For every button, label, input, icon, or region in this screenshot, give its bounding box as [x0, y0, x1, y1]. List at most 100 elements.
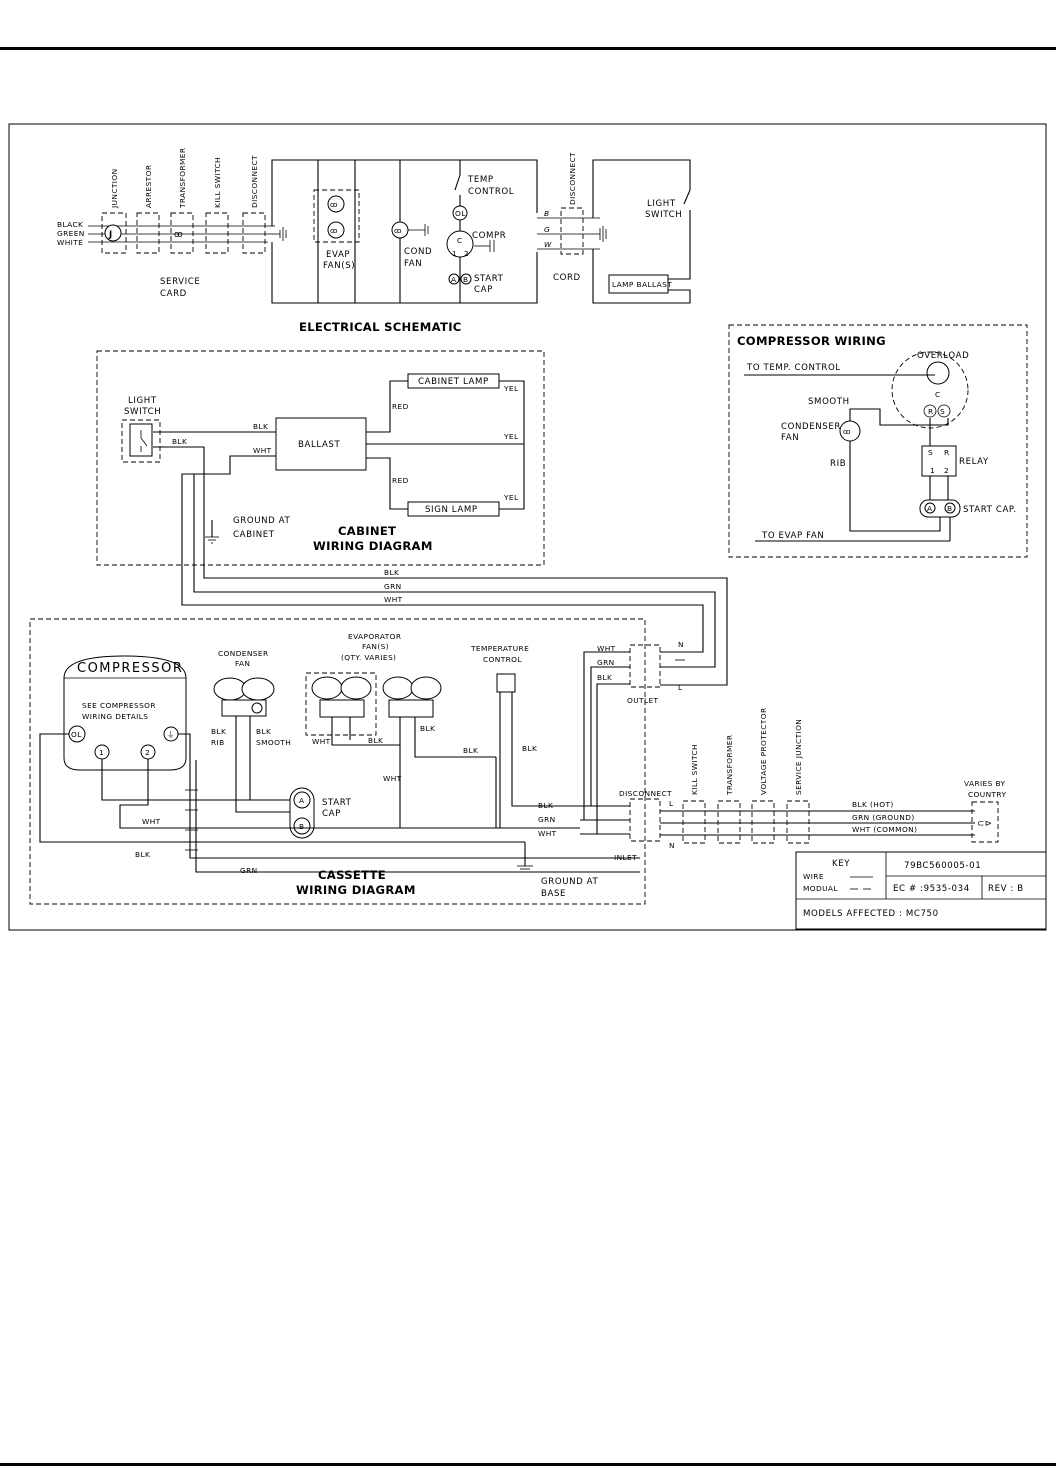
- cord-letter-w: W: [544, 240, 552, 249]
- cabinet-title-1: CABINET: [338, 524, 396, 538]
- sign-lamp-label: SIGN LAMP: [425, 505, 478, 515]
- transformer-coil-icon: ꝏ: [174, 230, 183, 240]
- evap-fan-icon-1: ꝏ: [330, 200, 338, 209]
- relay-2: 2: [944, 466, 949, 475]
- compressor-label: COMPRESSOR: [77, 661, 183, 676]
- models-affected: MODELS AFFECTED : MC750: [803, 909, 939, 919]
- compr-pin-2: 2: [464, 249, 469, 258]
- cassette-condenser-fan-label-1: CONDENSER: [218, 649, 269, 658]
- compr-c-label: C: [457, 236, 463, 245]
- schematic-light-switch-label-1: LIGHT: [647, 199, 676, 209]
- cabinet-wire-blk-1: BLK: [253, 422, 268, 431]
- outlet-wire-wht: WHT: [597, 644, 616, 653]
- temp-control-label-1: TEMPERATURE: [470, 644, 529, 653]
- key-title: KEY: [832, 859, 850, 869]
- cassette-pin-1: 1: [99, 748, 104, 757]
- service-transformer: TRANSFORMER: [725, 735, 734, 796]
- start-cap-label-2: CAP: [474, 285, 493, 295]
- wire-label-black: BLACK: [57, 220, 83, 229]
- cassette-wire-blk-1: BLK: [135, 850, 150, 859]
- cabinet-ground-label-1: GROUND AT: [233, 516, 290, 526]
- evap-label-2: FAN(S): [362, 642, 389, 651]
- detail-start-a: A: [927, 504, 932, 513]
- relay-label: RELAY: [959, 457, 989, 467]
- label-disconnect-right: DISCONNECT: [568, 152, 577, 205]
- varies-label-2: COUNTRY: [968, 790, 1006, 799]
- cond-fan-label-1: COND: [404, 247, 432, 257]
- cassette-wire-wht-1: WHT: [142, 817, 161, 826]
- cabinet-wire-wht: WHT: [253, 446, 272, 455]
- cabinet-lamp-box: [407, 373, 500, 389]
- disconnect-label: DISCONNECT: [619, 789, 672, 798]
- service-card-label-2: CARD: [160, 289, 187, 299]
- inlet-label: INLET: [614, 853, 637, 862]
- cabinet-wire-yel-2: YEL: [503, 432, 519, 441]
- evap-label-1: EVAPORATOR: [348, 632, 401, 641]
- blk-rib-2: RIB: [211, 738, 225, 747]
- compressor-wiring-detail: COMPRESSOR WIRING OVERLOAD C R S TO TEMP…: [728, 324, 1028, 558]
- ballast-box: [275, 417, 367, 471]
- interconnect-blk: BLK: [384, 568, 399, 577]
- service-card-label-1: SERVICE: [160, 277, 200, 287]
- service-side: KILL SWITCH TRANSFORMER VOLTAGE PROTECTO…: [660, 708, 1006, 844]
- diagram-frame: [8, 123, 1047, 931]
- ec-number: EC # :9535-034: [893, 884, 970, 894]
- plug-icon: ⊂⊳: [977, 819, 993, 829]
- detail-start-b: B: [947, 504, 952, 513]
- cassette-start-cap-label-2: CAP: [322, 809, 341, 819]
- power-wht-common: WHT (COMMON): [852, 825, 917, 834]
- cabinet-wire-red-1: RED: [392, 402, 409, 411]
- relay-r: R: [944, 448, 950, 457]
- cabinet-light-switch-label-2: SWITCH: [124, 407, 161, 417]
- cassette-wire-blk-2: BLK: [368, 736, 383, 745]
- svg-text:⏚: ⏚: [167, 730, 175, 739]
- blk-rib-1: BLK: [211, 727, 226, 736]
- detail-condenser-fan-icon: ꝏ: [843, 427, 851, 436]
- to-evap-fan-label: TO EVAP FAN: [761, 531, 824, 541]
- cassette-wiring-diagram: COMPRESSOR SEE COMPRESSOR WIRING DETAILS…: [29, 618, 685, 905]
- cassette-wire-wht-3: WHT: [383, 774, 402, 783]
- to-temp-control-label: TO TEMP. CONTROL: [746, 363, 841, 373]
- detail-r: R: [928, 407, 934, 416]
- detail-start-cap-label: START CAP.: [963, 505, 1017, 515]
- revision: REV : B: [988, 884, 1024, 894]
- electrical-schematic-title: ELECTRICAL SCHEMATIC: [299, 320, 462, 334]
- outlet-n: N: [678, 640, 684, 649]
- start-pin-b: B: [463, 275, 468, 284]
- electrical-schematic: BLACK GREEN WHITE J JUNCTION ARRESTOR ꝏ …: [57, 148, 691, 334]
- cassette-start-b: B: [299, 822, 304, 831]
- bottom-rule: [0, 1463, 1056, 1466]
- inlet-l: L: [669, 799, 674, 808]
- cassette-compressor: [63, 655, 187, 771]
- cassette-start-a: A: [299, 796, 304, 805]
- label-disconnect: DISCONNECT: [250, 155, 259, 208]
- see-details-2: WIRING DETAILS: [82, 712, 148, 721]
- detail-c: C: [935, 390, 941, 399]
- inlet-wire-grn: GRN: [538, 815, 556, 824]
- cond-fan-label-2: FAN: [404, 259, 422, 269]
- lamp-ballast-label: LAMP BALLAST: [612, 280, 672, 289]
- cabinet-wire-yel-3: YEL: [503, 493, 519, 502]
- overload-label: OL: [455, 209, 466, 218]
- temp-control-label-2: CONTROL: [483, 655, 522, 664]
- detail-condenser-fan-label-2: FAN: [781, 433, 799, 443]
- junction-letter: J: [108, 230, 113, 240]
- cabinet-lamp-label: CABINET LAMP: [418, 377, 489, 387]
- varies-label-1: VARIES BY: [964, 779, 1006, 788]
- inlet-wire-wht: WHT: [538, 829, 557, 838]
- top-rule: [0, 47, 1056, 50]
- inlet-n: N: [669, 841, 675, 850]
- cassette-wire-blk-5: BLK: [522, 744, 537, 753]
- cabinet-light-switch-label-1: LIGHT: [128, 396, 157, 406]
- cabinet-title-2: WIRING DIAGRAM: [313, 539, 433, 553]
- key-modual: MODUAL: [803, 884, 838, 893]
- sign-lamp-box: [407, 501, 500, 517]
- temp-control-label-1: TEMP: [467, 175, 494, 185]
- outlet-wire-grn: GRN: [597, 658, 615, 667]
- relay-box: [921, 445, 957, 477]
- cord-label: CORD: [553, 273, 581, 283]
- junction-symbol: [104, 224, 122, 242]
- label-arrestor: ARRESTOR: [144, 165, 153, 208]
- label-kill-switch: KILL SWITCH: [213, 157, 222, 208]
- evap-fans-label-2: FAN(S): [323, 261, 355, 271]
